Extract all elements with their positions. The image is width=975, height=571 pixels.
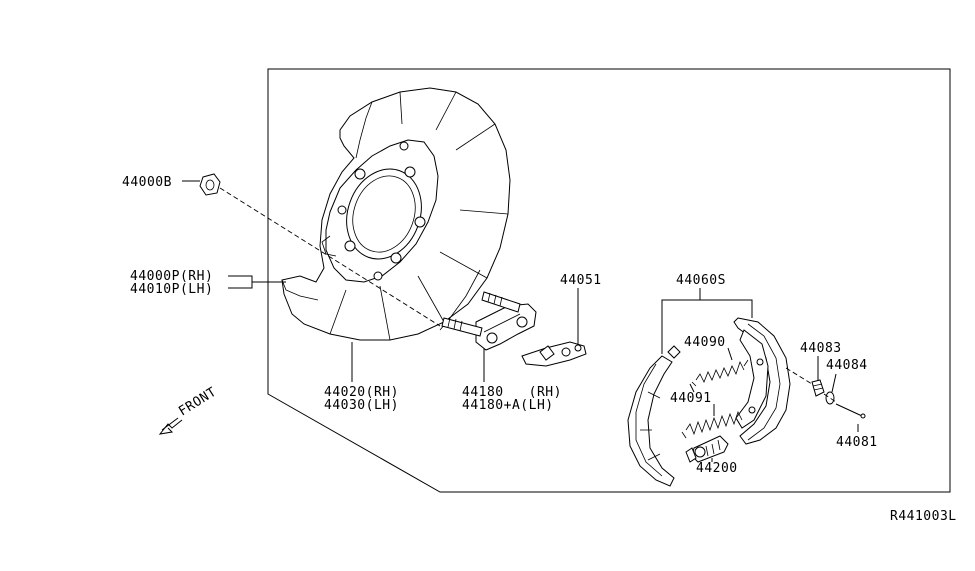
label-44090: 44090 <box>684 335 726 350</box>
label-44180A: 44180+A(LH) <box>462 398 554 413</box>
label-44020: 44020(RH) <box>324 385 399 400</box>
spring-44091 <box>681 410 743 439</box>
label-44083: 44083 <box>800 341 842 356</box>
adjuster-44200 <box>685 435 729 463</box>
label-44091: 44091 <box>670 391 712 406</box>
retainer-44083 <box>811 379 825 397</box>
alignment-line-2 <box>785 367 813 385</box>
label-44081: 44081 <box>836 435 878 450</box>
pin-44081 <box>835 403 866 419</box>
label-44030: 44030(LH) <box>324 398 399 413</box>
label-44000B: 44000B <box>122 175 172 190</box>
spring-washer-44084 <box>825 391 835 405</box>
front-label: FRONT <box>176 385 219 420</box>
adjuster-lever-44051 <box>521 341 587 367</box>
label-44060S: 44060S <box>676 273 726 288</box>
alignment-line-1 <box>219 187 441 327</box>
brake-shoe-left <box>627 345 681 487</box>
leader-lines <box>182 180 859 462</box>
front-arrow-icon <box>158 417 183 435</box>
caliper-bracket-44180 <box>441 291 537 351</box>
reference-code: R441003L <box>890 509 957 524</box>
label-44010P: 44010P(LH) <box>130 282 213 297</box>
diagram-frame <box>267 68 951 493</box>
label-44200: 44200 <box>696 461 738 476</box>
brake-shoe-right <box>733 317 791 445</box>
alignment-line-3 <box>823 393 837 403</box>
label-44000P: 44000P(RH) <box>130 269 213 284</box>
cap-nut-44000B <box>199 173 221 196</box>
label-44180: 44180 (RH) <box>462 385 562 400</box>
hub-plate <box>321 139 439 283</box>
label-44051: 44051 <box>560 273 602 288</box>
spring-44090 <box>691 359 749 387</box>
label-44084: 44084 <box>826 358 868 373</box>
